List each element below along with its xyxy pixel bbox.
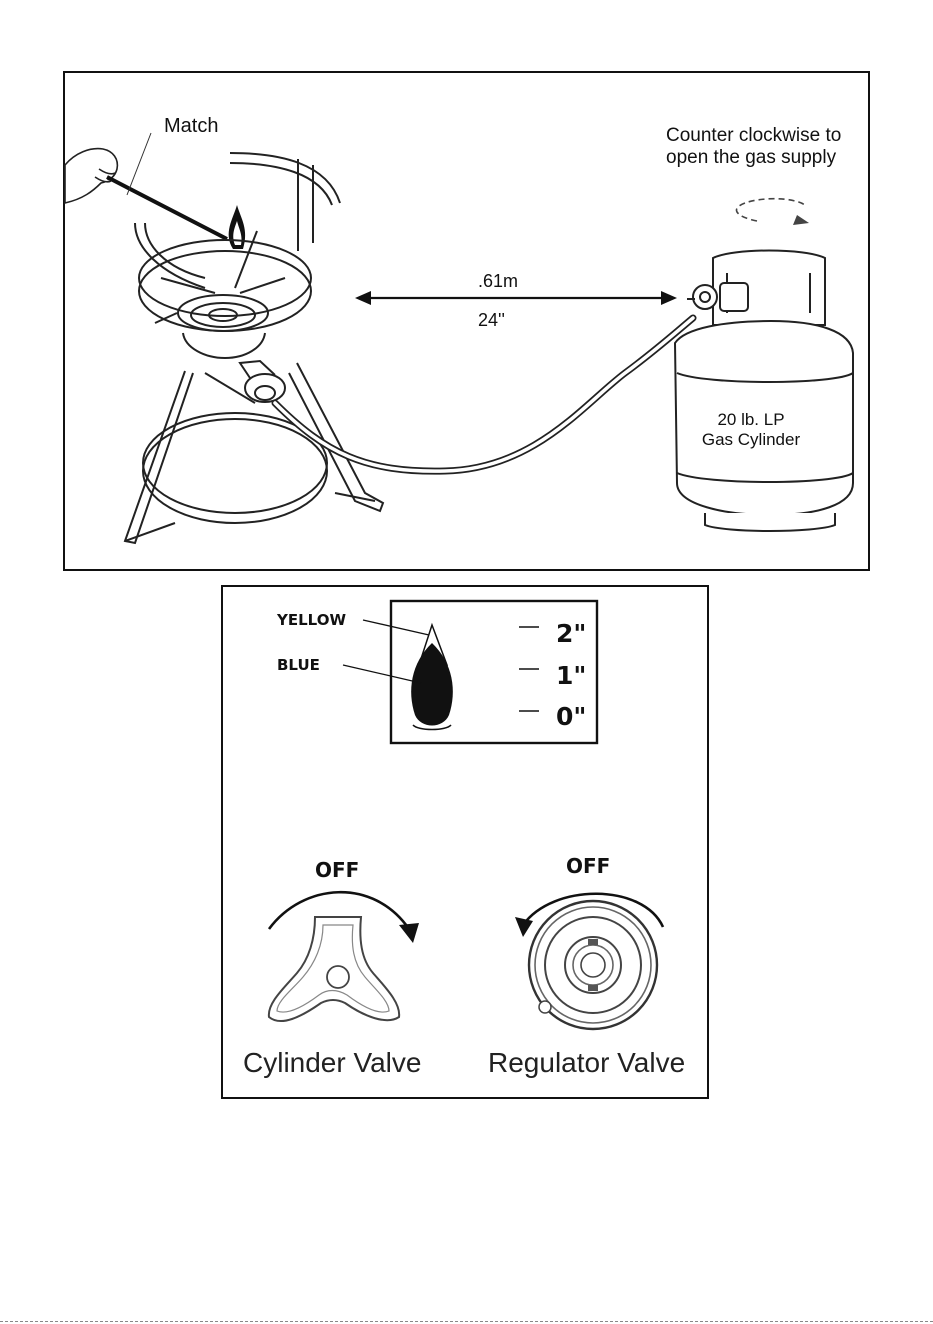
regulator-valve-label: Regulator Valve [488, 1047, 685, 1079]
regulator-valve-icon [515, 894, 663, 1029]
distance-imperial-label: 24'' [478, 310, 505, 331]
burner-stand-icon [125, 153, 383, 543]
gas-hose-line [275, 318, 693, 471]
burner-setup-diagram: Match Counter clockwise to open the gas … [63, 71, 870, 571]
distance-arrow [355, 291, 677, 305]
cylinder-label: 20 lb. LP Gas Cylinder [681, 410, 821, 449]
match-icon [107, 133, 227, 239]
instruction-line-1: Counter clockwise to [666, 125, 841, 147]
hand-icon [65, 149, 117, 203]
yellow-flame-label: YELLOW [277, 612, 346, 629]
cylinder-valve-icon [269, 892, 419, 1021]
instruction-line-2: open the gas supply [666, 147, 841, 169]
scale-label-0-inch: 0" [556, 703, 586, 732]
scale-label-1-inch: 1" [556, 662, 586, 691]
match-label: Match [164, 115, 218, 138]
instruction-text: Counter clockwise to open the gas supply [666, 125, 841, 169]
ignition-flame-icon [229, 205, 245, 249]
flame-and-valve-diagram: YELLOW BLUE 2" 1" 0" OFF OFF Cylinder Va… [221, 585, 709, 1099]
cylinder-valve-label: Cylinder Valve [243, 1047, 421, 1079]
scale-label-2-inch: 2" [556, 620, 586, 649]
cylinder-label-line-1: 20 lb. LP [681, 410, 821, 430]
regulator-off-label: OFF [566, 855, 610, 878]
page-bottom-rule [0, 1321, 933, 1322]
cylinder-off-label: OFF [315, 859, 359, 882]
blue-flame-label: BLUE [277, 657, 320, 674]
gas-cylinder-icon [675, 251, 853, 532]
distance-metric-label: .61m [478, 271, 518, 292]
cylinder-label-line-2: Gas Cylinder [681, 430, 821, 450]
counterclockwise-rotation-icon [736, 199, 809, 225]
